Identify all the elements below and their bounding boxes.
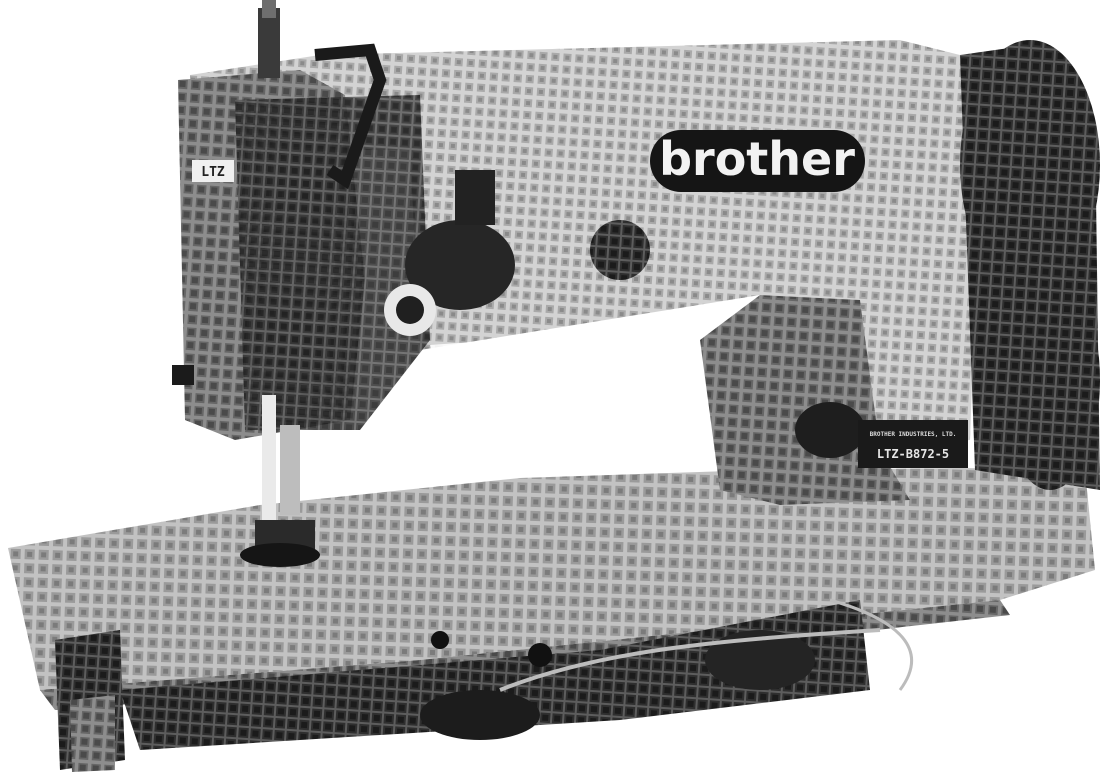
needle-assembly xyxy=(172,365,320,567)
model-plate-number: LTZ-B872-5 xyxy=(877,447,949,461)
side-badge xyxy=(192,160,234,182)
machine-head: LTZ xyxy=(178,0,515,440)
model-plate: BROTHER INDUSTRIES, LTD. LTZ-B872-5 xyxy=(795,402,968,468)
brand-logo-text: brother xyxy=(659,132,855,186)
model-plate-maker: BROTHER INDUSTRIES, LTD. xyxy=(870,431,957,438)
under-table-mechanism xyxy=(120,598,913,750)
arm-throat xyxy=(430,330,650,400)
side-badge-text: LTZ xyxy=(201,165,225,180)
inspection-cover xyxy=(590,220,650,280)
brand-logo: brother xyxy=(650,130,865,192)
